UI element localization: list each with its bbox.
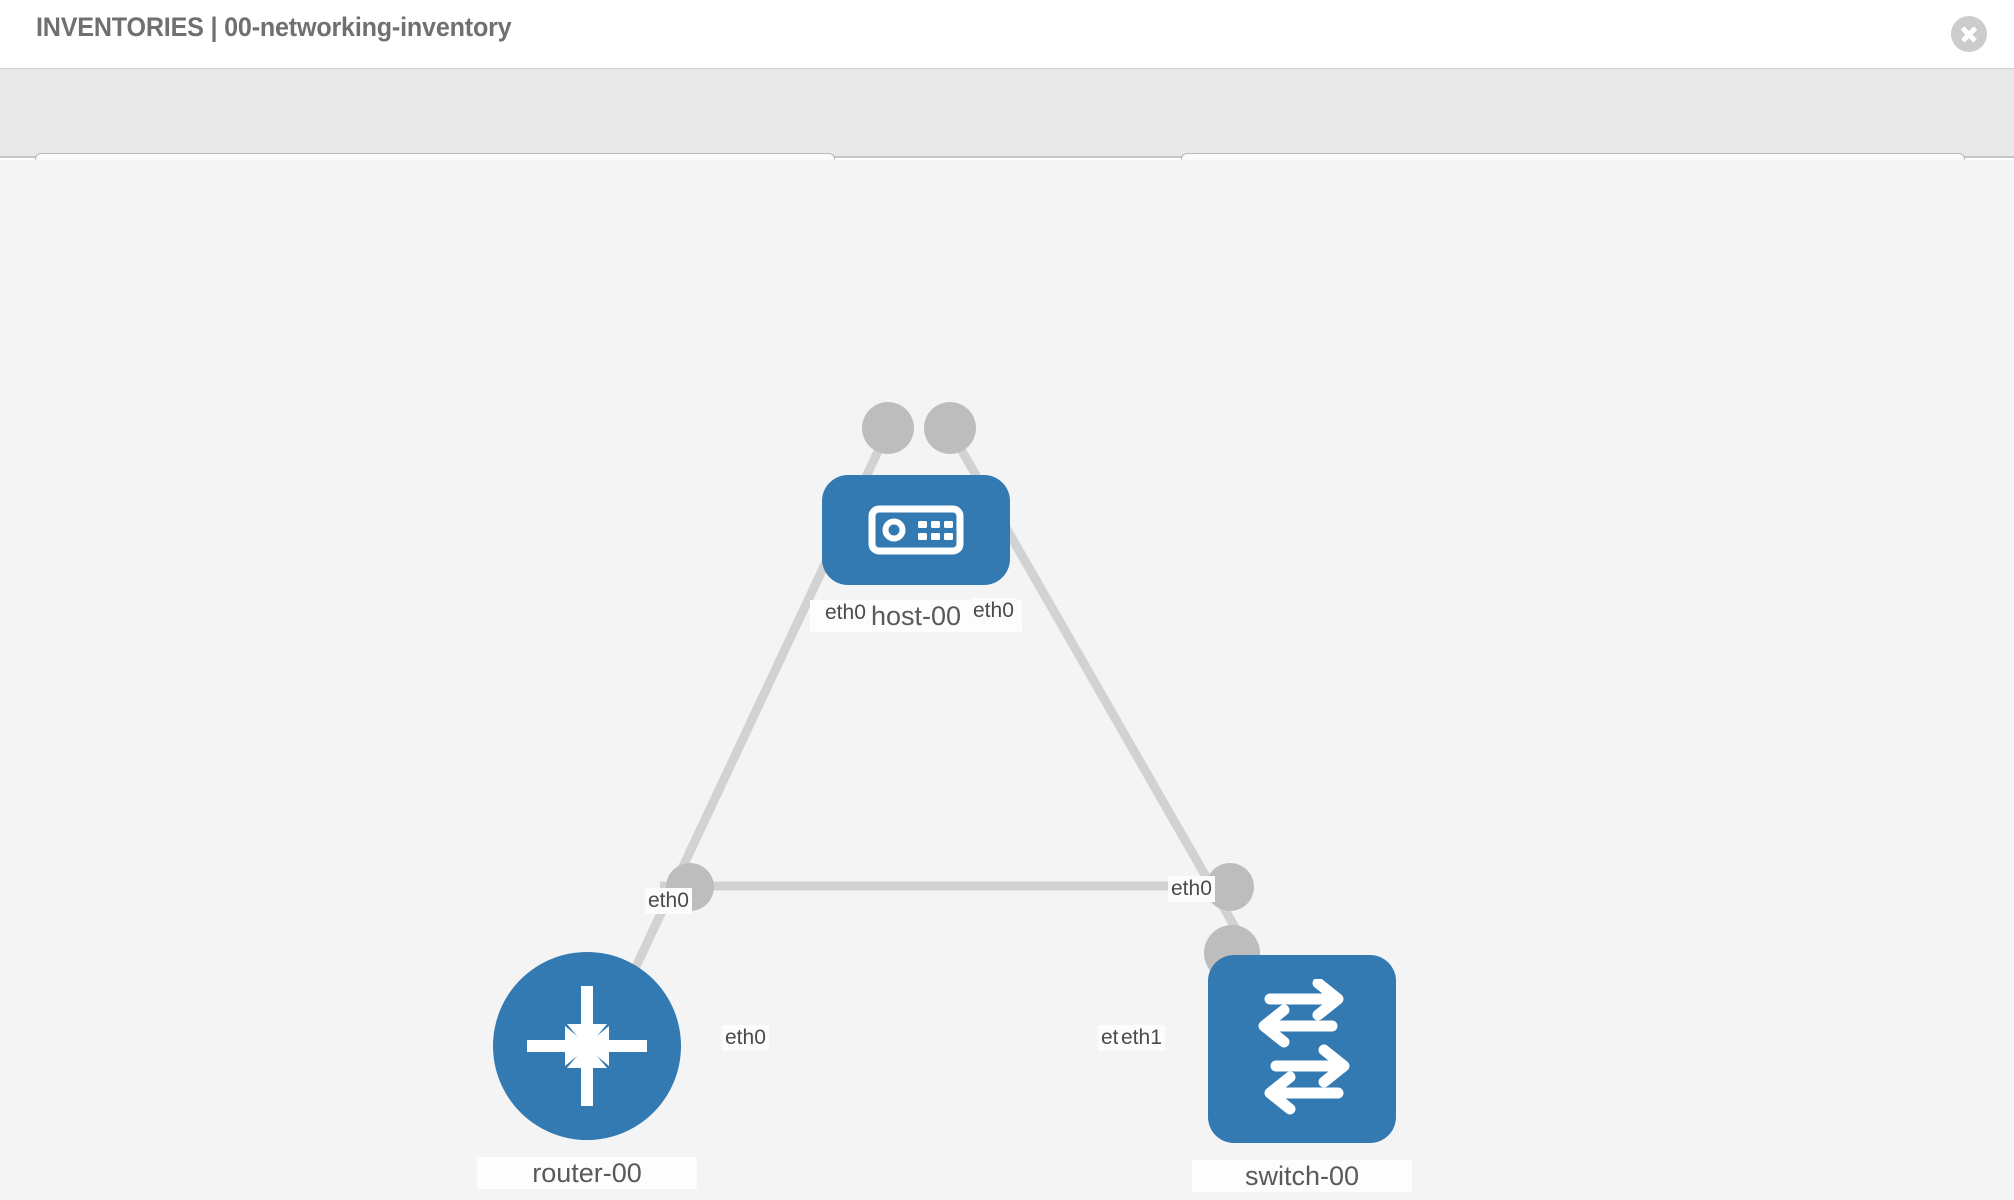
- iface-label-switch-left-eth1: eth1: [1118, 1025, 1165, 1051]
- topology-canvas[interactable]: host-00 router-00: [0, 160, 2014, 1200]
- topology-node-host-00[interactable]: host-00: [810, 475, 1022, 632]
- port-host-right: [924, 402, 976, 454]
- toolbar: ACTIONS SEARCH: [0, 68, 2014, 209]
- topology-graph: [620, 402, 1260, 992]
- switch-node-shape: [1208, 955, 1396, 1143]
- page-title: INVENTORIES | 00-networking-inventory: [36, 12, 512, 42]
- node-label-switch-00: switch-00: [1192, 1160, 1412, 1192]
- switch-arrows-icon: [1258, 979, 1350, 1115]
- server-icon: [868, 505, 964, 555]
- host-node-shape: [822, 475, 1010, 585]
- port-switch-left-1: [1206, 863, 1254, 911]
- close-icon[interactable]: [1951, 16, 1987, 52]
- node-label-router-00: router-00: [477, 1157, 697, 1189]
- topology-node-router-00[interactable]: router-00: [477, 952, 697, 1189]
- iface-label-host-left-eth0: eth0: [822, 600, 869, 626]
- page-header: INVENTORIES | 00-networking-inventory: [0, 0, 2014, 68]
- iface-label-switch-up-eth0: eth0: [1168, 876, 1215, 902]
- port-host-left: [862, 402, 914, 454]
- topology-node-switch-00[interactable]: switch-00: [1192, 955, 1412, 1192]
- iface-label-router-right-eth0: eth0: [722, 1025, 769, 1051]
- iface-label-router-up-eth0: eth0: [645, 888, 692, 914]
- router-arrows-icon: [527, 986, 647, 1106]
- iface-label-host-right-eth0: eth0: [970, 598, 1017, 624]
